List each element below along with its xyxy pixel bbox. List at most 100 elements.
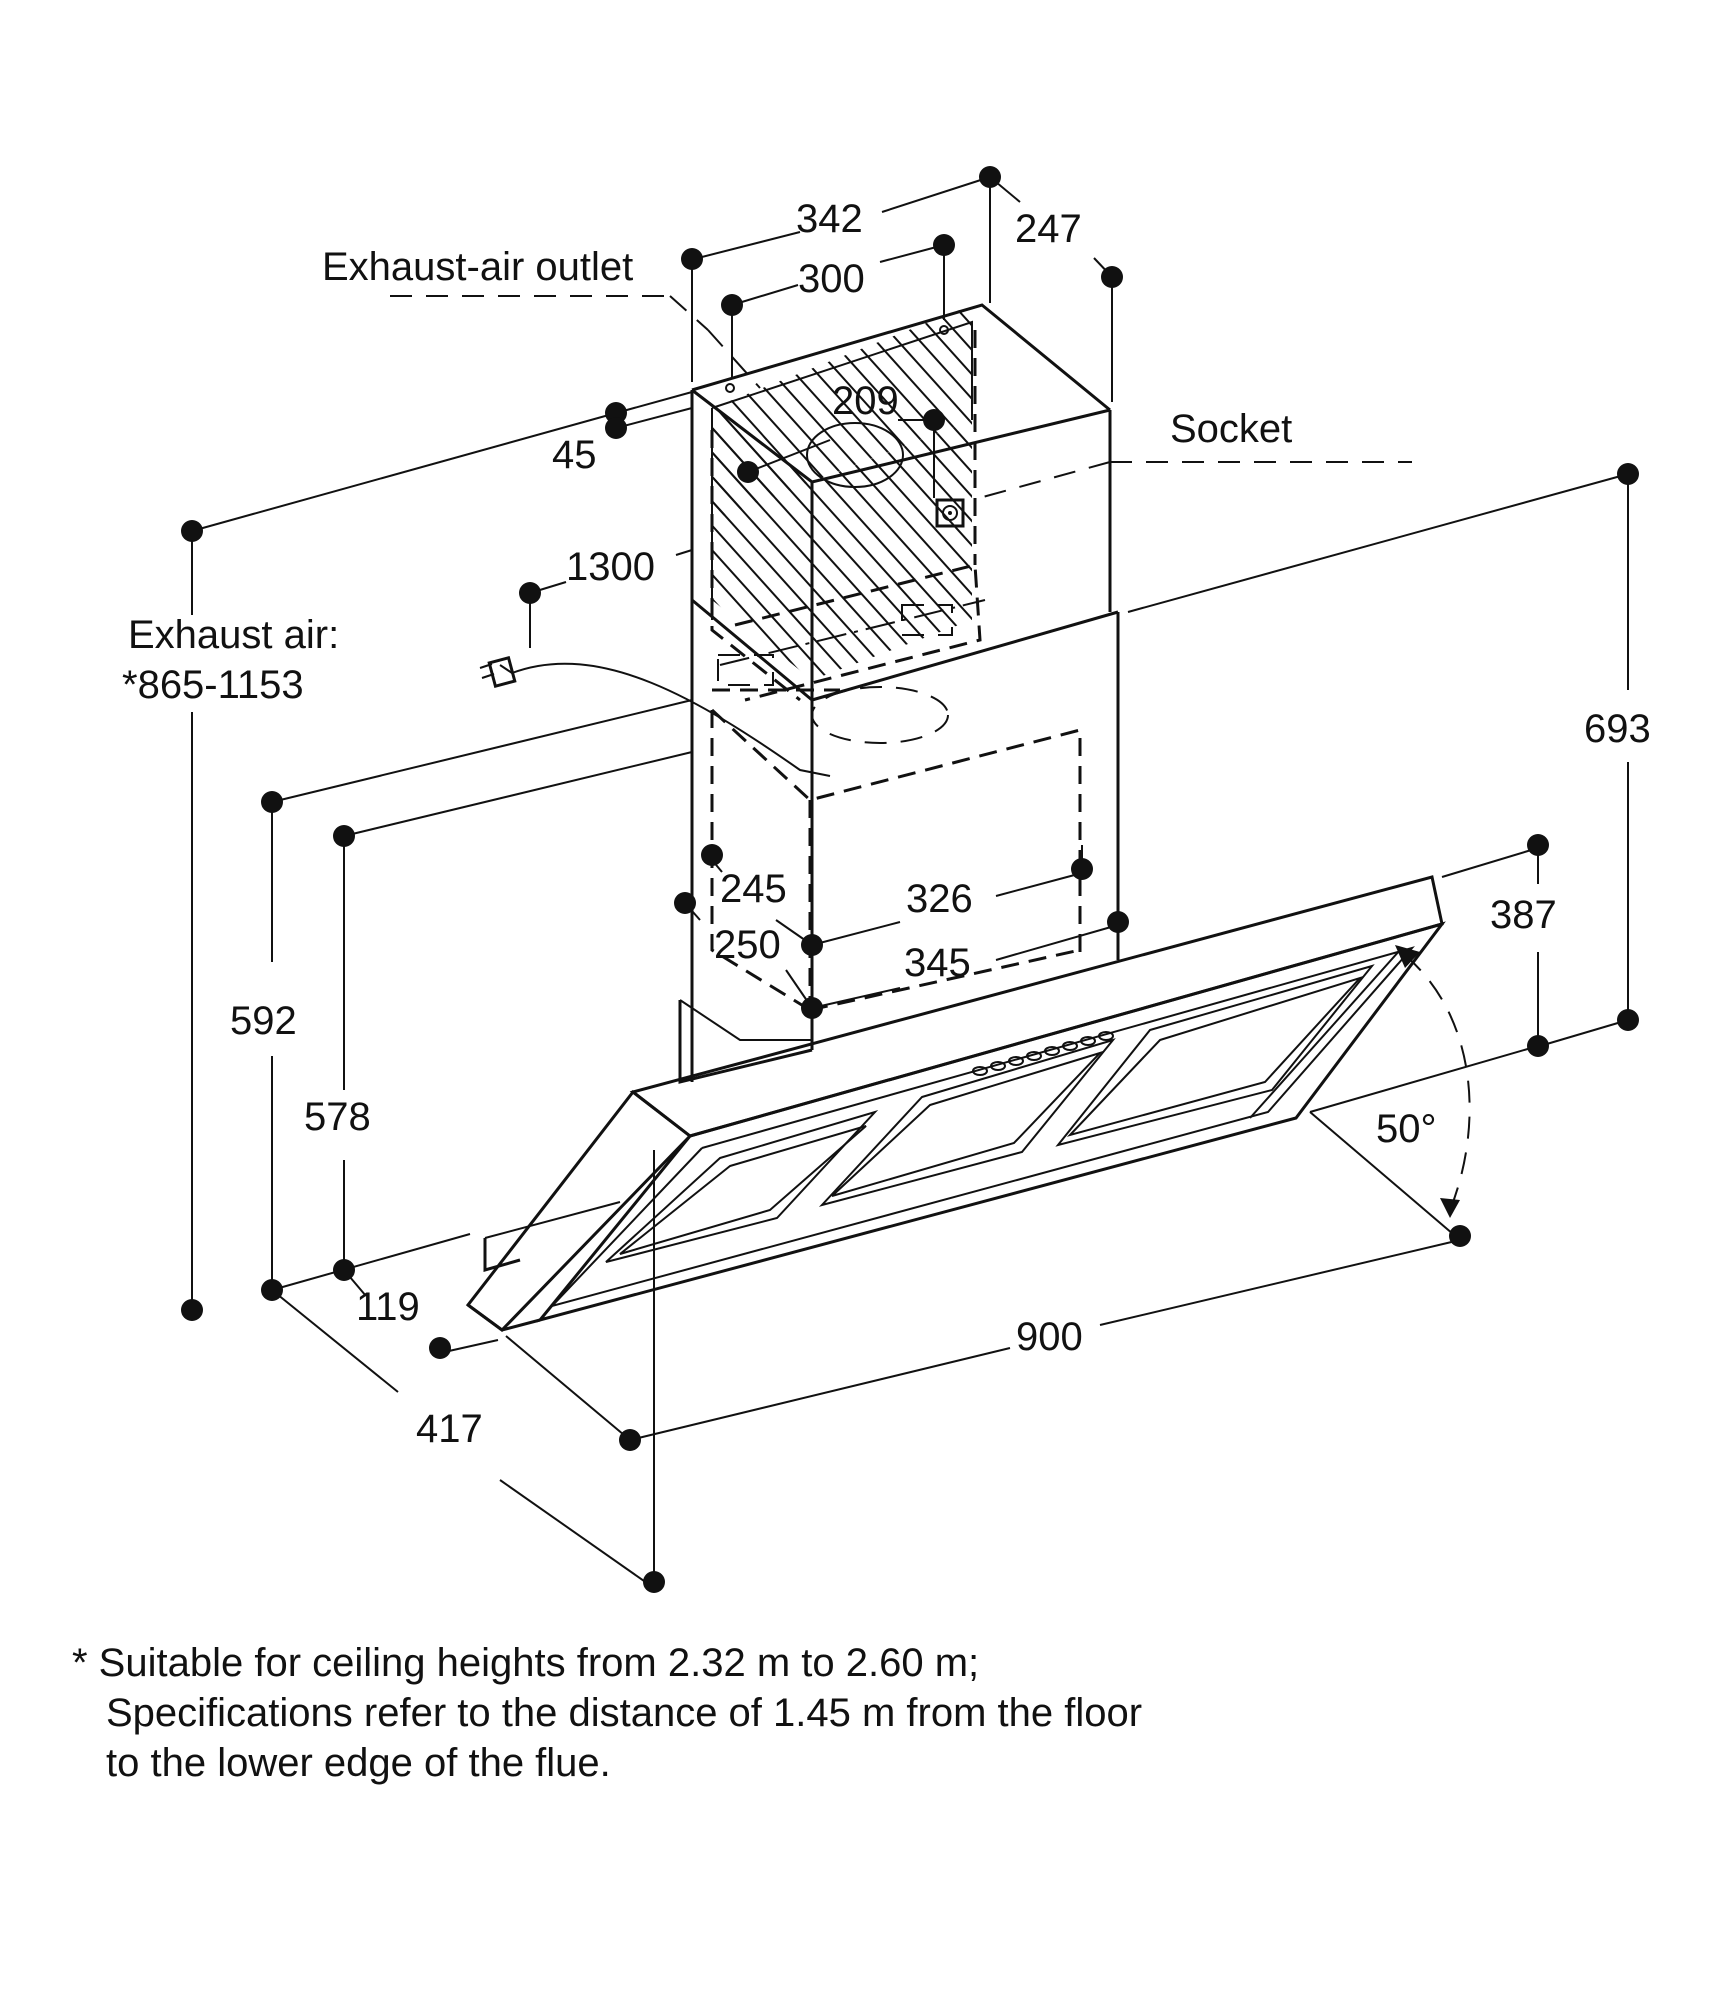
- hatch-line: [815, 305, 972, 520]
- hatch-line: [837, 420, 972, 680]
- hatch-line: [1080, 250, 1530, 750]
- hatch-line: [244, 250, 694, 750]
- hatch-line: [812, 420, 972, 680]
- dim-dot: [933, 234, 955, 256]
- angle-label: 50°: [1376, 1107, 1437, 1151]
- exhaust-air-title: Exhaust air:: [128, 613, 339, 657]
- hatch-line: [969, 420, 972, 680]
- hatch-line: [1014, 250, 1464, 750]
- hood-canopy: [465, 875, 1446, 1332]
- flue-hatch-left: [244, 250, 1618, 750]
- hatch-line: [812, 420, 972, 680]
- footnote-line-3: to the lower edge of the flue.: [106, 1741, 611, 1785]
- hatch-line: [1124, 250, 1574, 750]
- hatch-line: [1014, 250, 1464, 750]
- dim-342: 342: [796, 197, 863, 241]
- dim-209: 209: [832, 379, 899, 423]
- dim-dot: [674, 892, 696, 914]
- flue-hatch-back: [244, 250, 1640, 750]
- hatch-line: [332, 250, 782, 750]
- dim-dot: [1449, 1225, 1471, 1247]
- dim-dot: [1101, 266, 1123, 288]
- hatch-line: [1014, 250, 1464, 750]
- hatch-line: [816, 250, 1266, 750]
- dim-dot: [801, 934, 823, 956]
- dim-dot: [261, 791, 283, 813]
- hatch-line: [812, 420, 871, 680]
- hatch-line: [969, 305, 972, 520]
- hatch-line: [812, 420, 893, 680]
- hatch-line: [812, 420, 827, 680]
- dim-dot: [923, 409, 945, 431]
- dim-1300: 1300: [566, 545, 655, 589]
- dim-dot: [605, 417, 627, 439]
- hatch-line: [812, 420, 972, 680]
- hatch-line: [1124, 250, 1574, 750]
- dim-dot: [429, 1337, 451, 1359]
- hatch-line: [812, 420, 915, 680]
- hatch-line: [712, 305, 827, 520]
- dim-dot: [261, 1279, 283, 1301]
- dim-dot: [1527, 1035, 1549, 1057]
- hatch-line: [925, 420, 972, 680]
- footnote-line-2: Specifications refer to the distance of …: [106, 1691, 1143, 1735]
- dimension-labels: Exhaust-air outlet Socket Exhaust air: *…: [122, 197, 1651, 1451]
- dim-dot: [181, 1299, 203, 1321]
- hatch-line: [1080, 250, 1530, 750]
- hatch-line: [712, 408, 812, 680]
- hatch-line: [1058, 250, 1508, 750]
- dim-250: 250: [714, 923, 781, 967]
- hatch-line: [712, 305, 871, 520]
- dimension-lines: [191, 176, 1629, 1589]
- hatch-line: [1036, 250, 1486, 750]
- hatch-line: [1168, 250, 1618, 750]
- hatch-line: [1190, 250, 1640, 750]
- dim-dot: [1107, 911, 1129, 933]
- hatch-line: [244, 250, 694, 750]
- hatch-line: [1036, 250, 1486, 750]
- hatch-line: [1168, 250, 1618, 750]
- hatch-line: [712, 408, 812, 680]
- dim-345: 345: [904, 941, 971, 985]
- dim-dot: [721, 294, 743, 316]
- exhaust-air-outlet-label: Exhaust-air outlet: [322, 245, 633, 289]
- hatch-line: [793, 408, 812, 680]
- dimension-dots: [181, 166, 1639, 1593]
- dim-dot: [1071, 858, 1093, 880]
- hatch-line: [970, 250, 1420, 750]
- hatch-line: [771, 408, 812, 680]
- hatch-line: [712, 408, 812, 680]
- hatch-line: [1058, 250, 1508, 750]
- dim-417: 417: [416, 1407, 483, 1451]
- dim-dot: [333, 825, 355, 847]
- dim-693: 693: [1584, 707, 1651, 751]
- dim-592: 592: [230, 999, 297, 1043]
- hatch-line: [947, 420, 972, 680]
- hatch-line: [812, 420, 972, 680]
- hatch-line: [712, 408, 812, 680]
- dim-dot: [979, 166, 1001, 188]
- hatch-line: [992, 250, 1442, 750]
- dim-578: 578: [304, 1095, 371, 1139]
- hatch-line: [1102, 250, 1552, 750]
- hatch-line: [1168, 250, 1618, 750]
- hatch-line: [244, 250, 694, 750]
- dim-387: 387: [1490, 893, 1557, 937]
- dim-dot: [619, 1429, 641, 1451]
- hatch-line: [771, 305, 972, 520]
- hatch-line: [812, 420, 972, 680]
- dim-dot: [181, 520, 203, 542]
- hatch-line: [1124, 250, 1574, 750]
- hatch-line: [837, 305, 972, 520]
- hatch-line: [1102, 250, 1552, 750]
- control-buttons: [972, 1031, 1114, 1076]
- dim-dot: [701, 844, 723, 866]
- hatch-line: [838, 250, 1288, 750]
- dim-dot: [1527, 834, 1549, 856]
- socket-icon: [935, 498, 965, 528]
- hatch-line: [881, 305, 972, 520]
- footnote: * Suitable for ceiling heights from 2.32…: [72, 1638, 1672, 1788]
- hatch-line: [812, 420, 972, 680]
- dim-45: 45: [552, 433, 597, 477]
